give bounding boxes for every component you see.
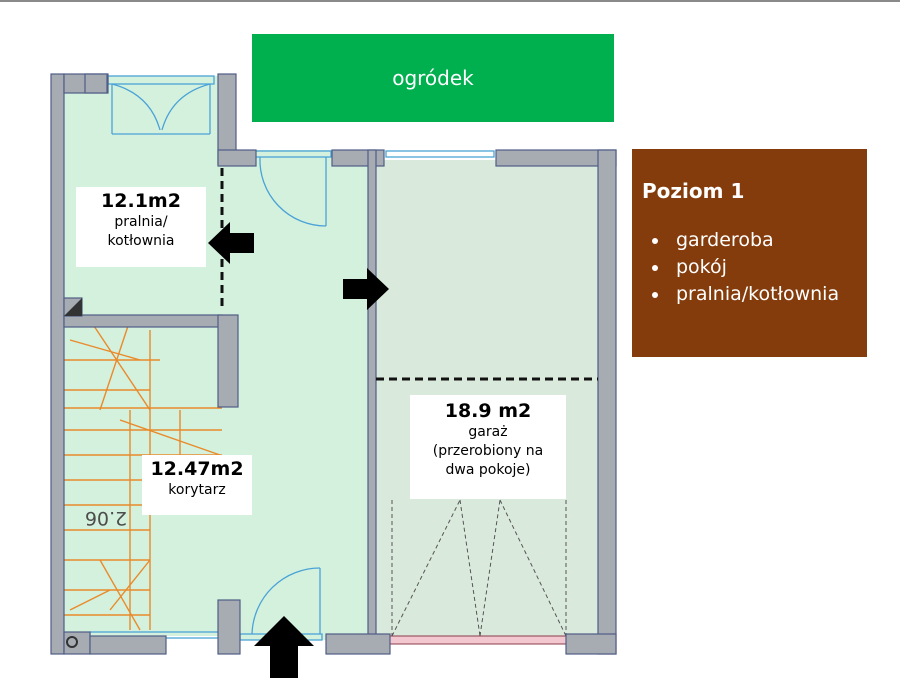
garage-door-swing — [391, 499, 567, 637]
garage-door — [389, 635, 567, 645]
laundry-name-1: pralnia/ — [114, 214, 168, 230]
corridor-floor — [222, 150, 368, 640]
laundry-name-2: kotłownia — [107, 233, 175, 249]
corridor-name: korytarz — [168, 482, 226, 498]
garage-name-1: garaż — [468, 424, 508, 440]
wall-corner — [64, 298, 82, 316]
legend-list: garderoba pokój pralnia/kotłownia — [642, 227, 867, 308]
staircase — [64, 319, 222, 631]
garage-area: 18.9 m2 — [444, 400, 532, 422]
garage-name-3: dwa pokoje) — [445, 462, 531, 478]
garage-label: 18.9 m2 garaż (przerobiony na dwa pokoje… — [410, 395, 566, 499]
arrow-up-icon — [254, 616, 314, 678]
legend-item: pralnia/kotłownia — [670, 281, 867, 308]
top-divider — [0, 0, 900, 2]
laundry-label: 12.1m2 pralnia/ kotłownia — [76, 187, 206, 267]
level-legend: Poziom 1 garderoba pokój pralnia/kotłown… — [632, 149, 867, 357]
legend-item: garderoba — [670, 227, 867, 254]
arrow-left-icon — [208, 222, 254, 264]
garden-text: ogródek — [392, 66, 474, 90]
garden-label: ogródek — [252, 34, 614, 122]
corridor-label: 12.47m2 korytarz — [142, 455, 252, 515]
arrow-right-icon — [343, 268, 389, 310]
stair-number: 2.06 — [85, 507, 127, 529]
legend-item: pokój — [670, 254, 867, 281]
drain-icon — [66, 636, 78, 648]
doors-and-windows — [89, 75, 495, 641]
garage-name-2: (przerobiony na — [432, 443, 544, 459]
corridor-area: 12.47m2 — [150, 458, 244, 480]
laundry-area: 12.1m2 — [101, 190, 181, 212]
legend-title: Poziom 1 — [642, 179, 745, 203]
